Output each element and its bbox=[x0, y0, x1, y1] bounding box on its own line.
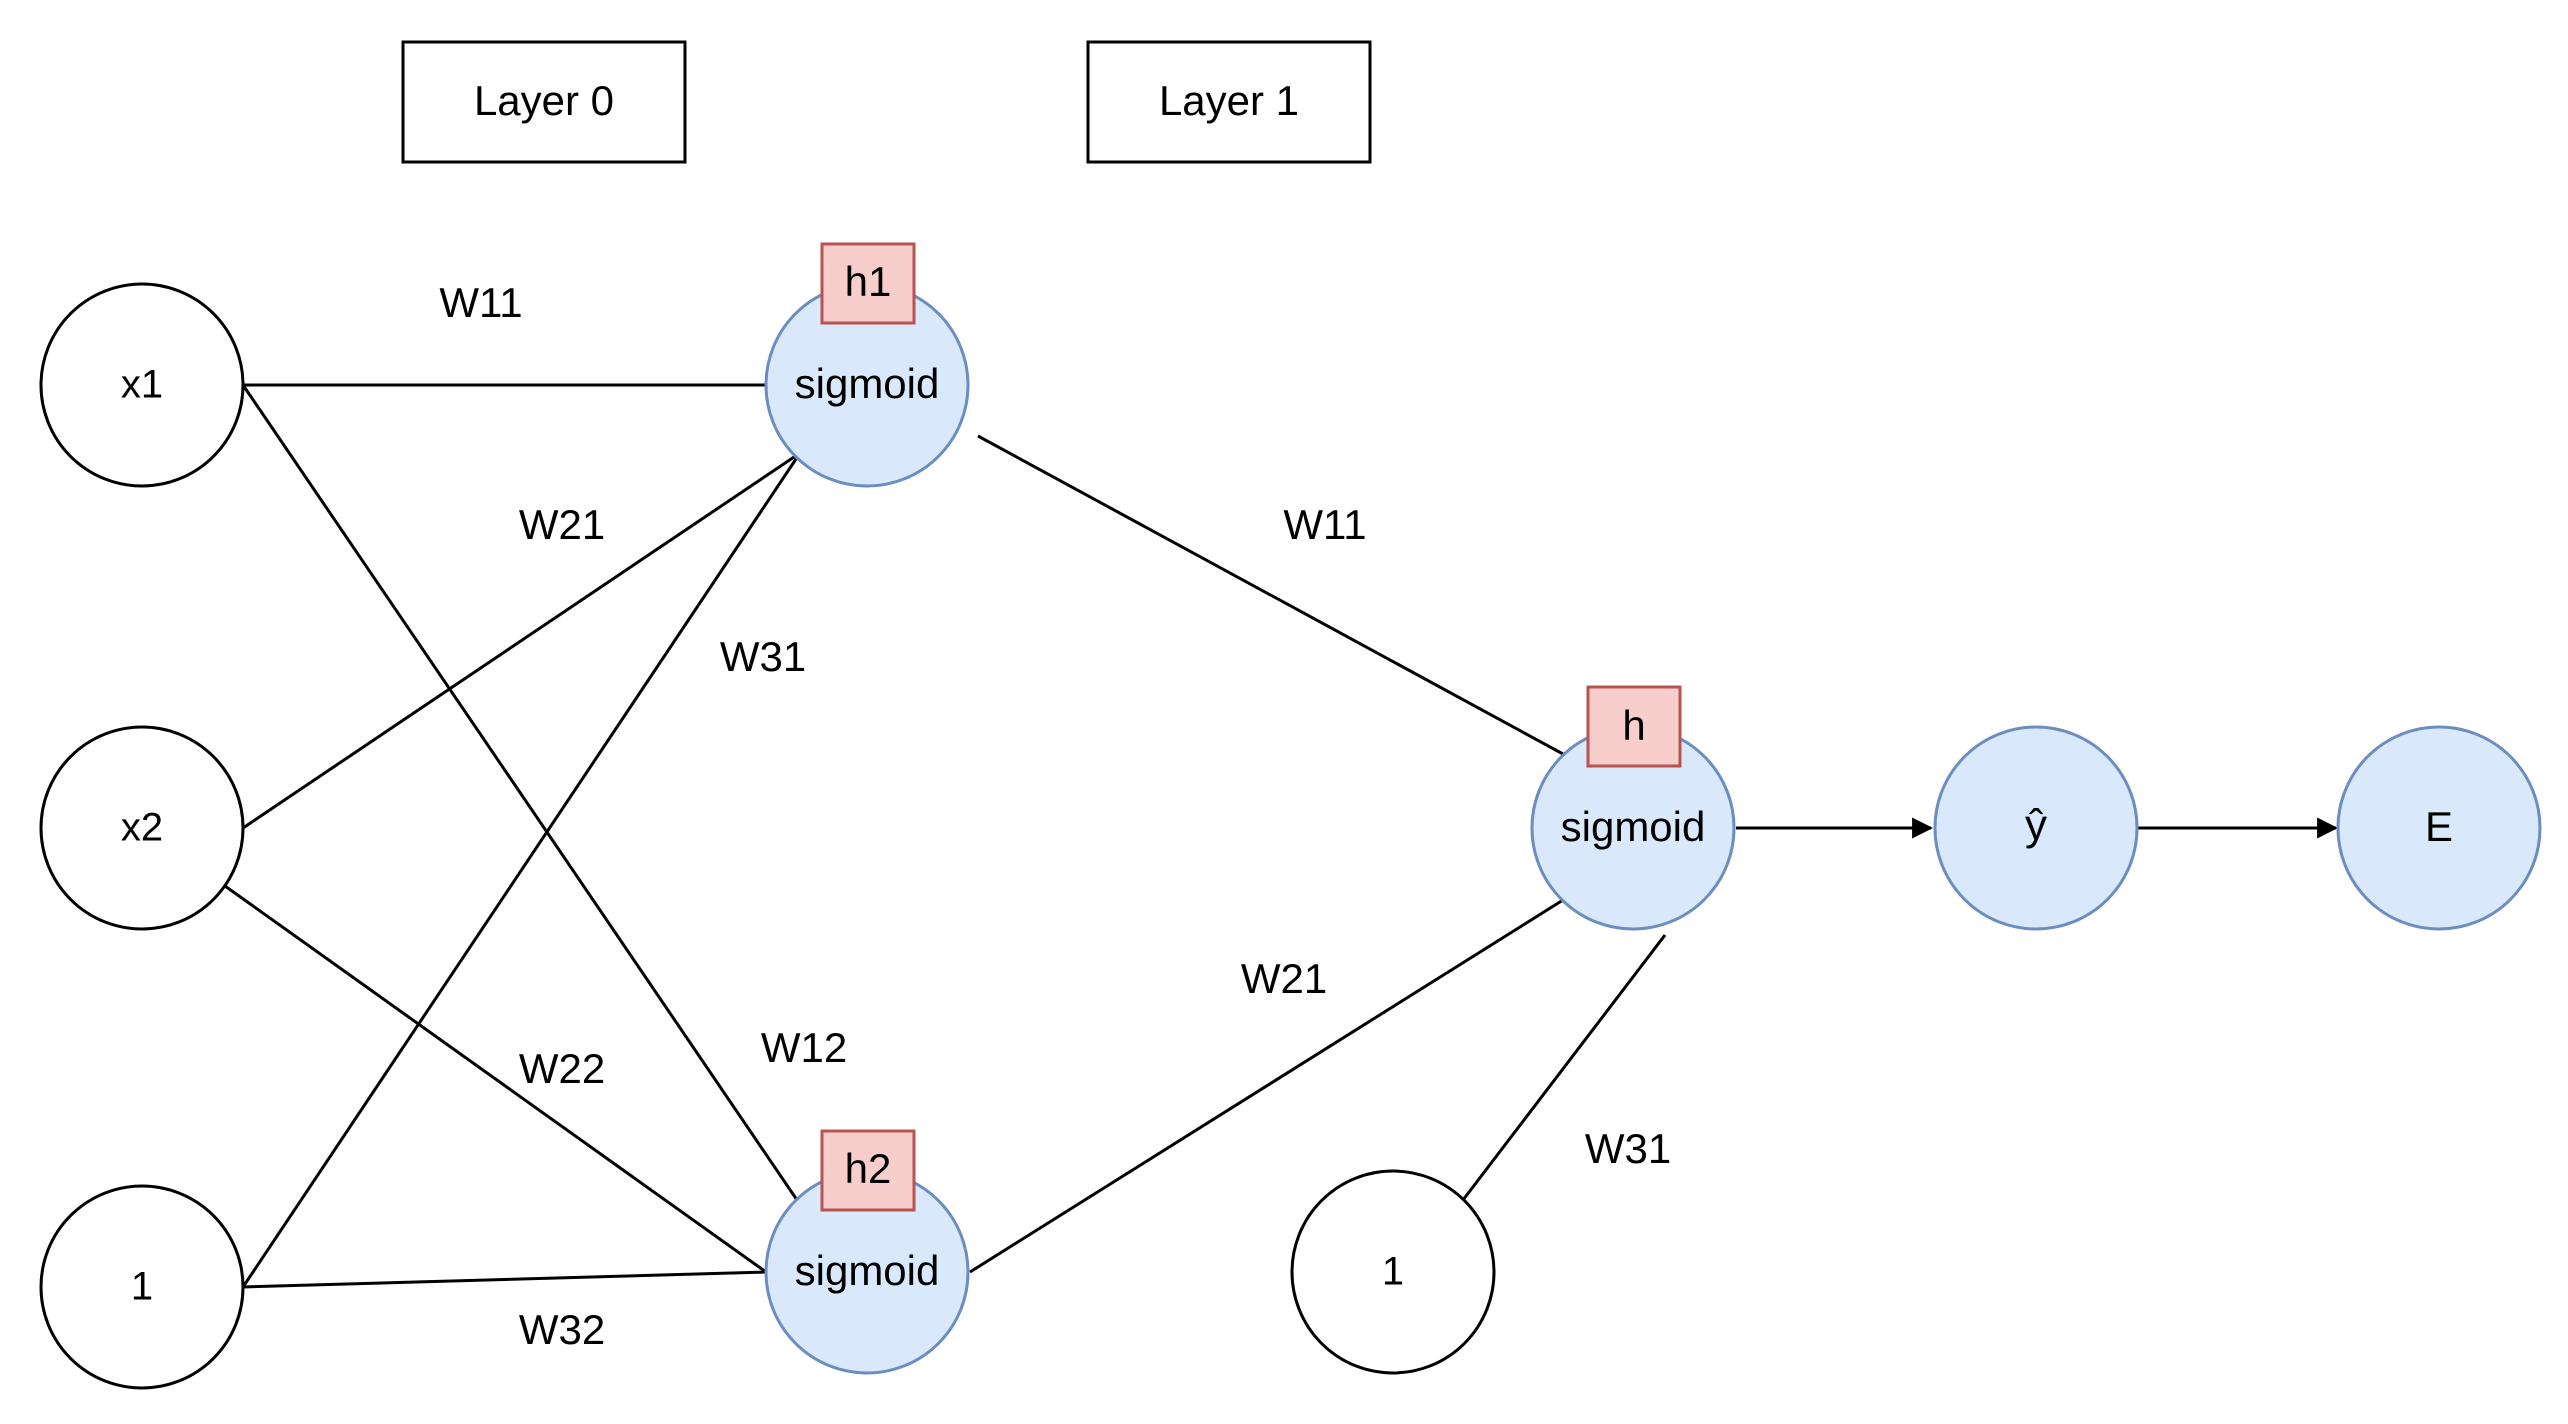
hidden-node-h1-tag: h1 bbox=[845, 258, 892, 305]
input-node-x2: x2 bbox=[39, 725, 245, 931]
weight-label-l0-w12: W12 bbox=[761, 1024, 847, 1071]
prediction-node: ŷ bbox=[1933, 725, 2139, 931]
hidden-node-h1-label: sigmoid bbox=[795, 360, 940, 407]
edge-x2-h2 bbox=[224, 884, 767, 1274]
hidden-node-h1: sigmoid h1 bbox=[764, 242, 970, 488]
weight-label-l1-w11: W11 bbox=[1283, 501, 1366, 548]
bias-node-layer1-label: 1 bbox=[1382, 1250, 1404, 1294]
prediction-node-label: ŷ bbox=[2025, 801, 2047, 850]
input-node-x1-label: x1 bbox=[121, 363, 163, 407]
hidden-node-h2: sigmoid h2 bbox=[764, 1129, 970, 1375]
layer-0-label: Layer 0 bbox=[474, 77, 614, 124]
weight-label-l1-w31: W31 bbox=[1585, 1125, 1671, 1172]
weight-label-l0-w22: W22 bbox=[519, 1045, 605, 1092]
output-node-h-tag: h bbox=[1622, 702, 1645, 749]
weight-label-l1-w21: W21 bbox=[1241, 955, 1327, 1002]
bias-node-layer1: 1 bbox=[1290, 1169, 1496, 1375]
input-node-bias-label: 1 bbox=[131, 1265, 153, 1309]
hidden-node-h1-tag-box bbox=[820, 242, 916, 325]
input-node-x2-label: x2 bbox=[121, 806, 163, 850]
input-node-bias: 1 bbox=[39, 1184, 245, 1390]
error-node: E bbox=[2336, 725, 2542, 931]
hidden-node-h2-tag-box bbox=[820, 1129, 916, 1212]
input-node-x1: x1 bbox=[39, 282, 245, 488]
hidden-node-h2-tag: h2 bbox=[845, 1145, 892, 1192]
weight-label-l0-w11: W11 bbox=[439, 279, 522, 326]
output-node-h-label: sigmoid bbox=[1561, 803, 1706, 850]
edge-bias-h2 bbox=[242, 1270, 767, 1289]
weight-label-l0-w21: W21 bbox=[519, 501, 605, 548]
layer-1-box: Layer 1 bbox=[1086, 40, 1372, 164]
layer-1-label: Layer 1 bbox=[1159, 77, 1299, 124]
hidden-node-h2-label: sigmoid bbox=[795, 1247, 940, 1294]
edge-bias2-h bbox=[1461, 934, 1667, 1201]
output-node-h: sigmoid h bbox=[1530, 685, 1736, 931]
layer-0-box: Layer 0 bbox=[401, 40, 687, 164]
weight-label-l0-w32: W32 bbox=[519, 1306, 605, 1353]
weight-label-l0-w31: W31 bbox=[720, 633, 806, 680]
edge-x2-h1 bbox=[242, 451, 801, 830]
output-node-h-tag-box bbox=[1586, 685, 1682, 768]
edge-bias-h1 bbox=[241, 452, 802, 1288]
edge-h1-h bbox=[977, 434, 1564, 756]
edge-x1-h2 bbox=[241, 384, 799, 1201]
error-node-label: E bbox=[2425, 803, 2453, 850]
edge-h2-h bbox=[969, 898, 1564, 1274]
